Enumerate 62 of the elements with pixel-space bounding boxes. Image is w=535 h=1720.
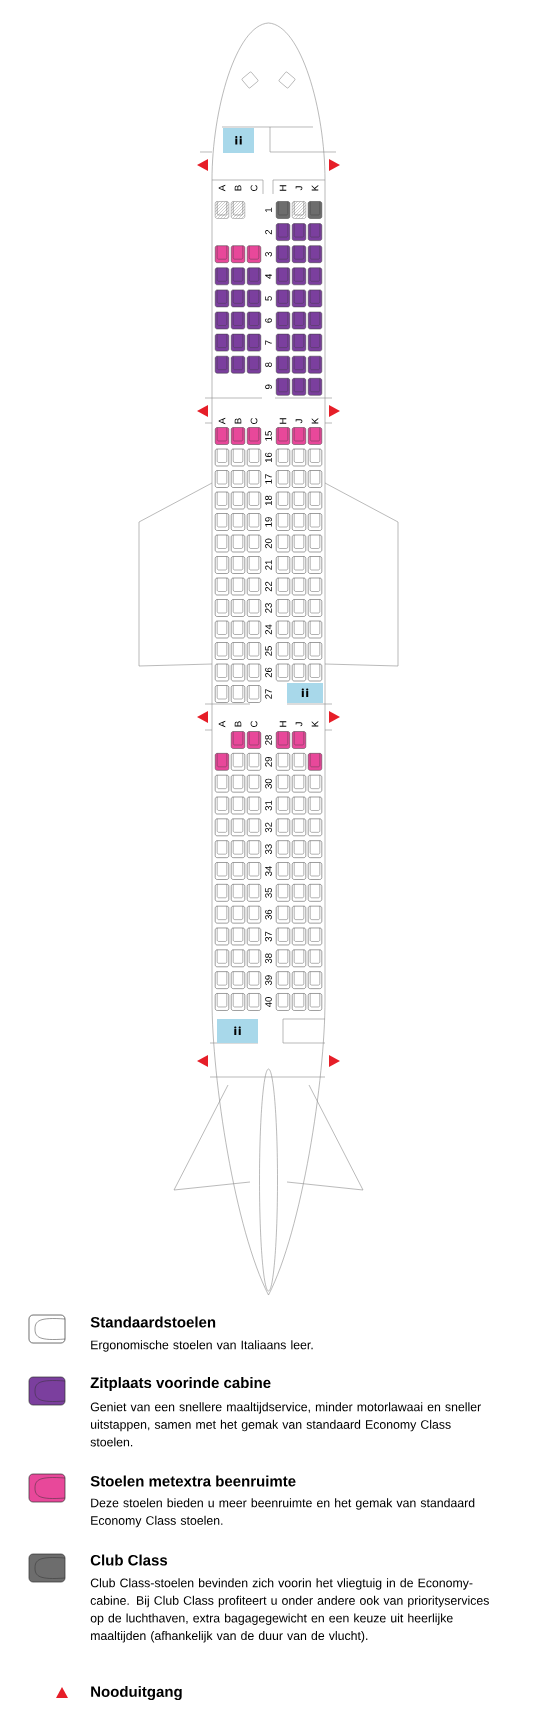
row-number: 37 [265,931,272,942]
row-number: 22 [265,581,272,592]
row-number: 35 [265,887,272,898]
legend-heading: Standaardstoelen [90,1316,216,1328]
row-number: 32 [265,822,272,833]
column-letter: K [311,417,319,424]
row-number: 21 [265,560,272,570]
row-number: 1 [265,207,272,212]
legend-heading: Stoelen metextra beenruimte [90,1475,296,1487]
row-number: 33 [265,844,272,855]
row-number: 39 [265,975,272,986]
row-number: 24 [265,624,272,635]
column-letter: A [218,720,226,728]
column-letter: B [234,185,242,191]
row-number: 34 [265,866,272,876]
row-number: 30 [265,778,272,789]
column-letter: B [234,418,242,424]
row-number: 20 [265,538,272,549]
row-number: 28 [265,735,272,745]
column-letter: H [279,418,287,424]
row-number: 31 [265,800,272,811]
legend-description: Deze stoelen bieden u meer beenruimte en het gemak van standaard Economy Class stoelen. [91,1498,475,1528]
column-letter: B [234,721,242,727]
column-letter: H [279,721,287,727]
row-number: 18 [265,495,272,506]
row-number: 26 [265,667,272,678]
row-number: 3 [265,252,272,257]
row-number: 16 [265,452,272,463]
row-number: 19 [265,517,272,527]
column-letter: A [218,184,226,192]
row-number: 17 [265,474,272,484]
row-number: 9 [265,384,272,389]
column-letter: J [295,722,303,727]
row-number: 8 [265,362,272,367]
row-number: 5 [265,296,272,301]
legend-description: Club Class-stoelen bevinden zich voorin het vliegtuig in de Economy-cabine. Bij Club Class profiteert u onder andere ook van priorityservices op de luchthaven, extra bagagegewicht en een keuze uit heerlijke maaltijden (afhankelijk van de duur van de vlucht). [90,1578,489,1643]
column-letter: C [250,720,258,727]
legend-heading: Zitplaats voorinde cabine [90,1377,271,1391]
legend-heading: Club Class [90,1554,168,1566]
row-number: 6 [265,318,272,323]
row-number: 27 [265,689,272,699]
column-letter: K [311,720,319,727]
legend-heading: Nooduitgang [91,1686,182,1701]
column-letter: H [279,185,287,191]
legend-description: Geniet van een snellere maaltijdservice, minder motorlawaai en sneller uitstappen, samen met het gemak van standaard Economy Class stoelen. [90,1402,481,1447]
column-letter: J [295,419,303,424]
row-number: 15 [265,431,272,441]
row-number: 7 [265,340,272,345]
column-letter: C [250,417,258,424]
row-number: 25 [265,646,272,656]
row-number: 4 [265,273,272,279]
column-letter: A [218,417,226,425]
column-letter: J [295,186,303,191]
row-number: 38 [265,953,272,964]
row-number: 40 [265,997,272,1008]
legend-description: Ergonomische stoelen van Italiaans leer. [91,1340,313,1352]
column-letter: C [250,184,258,191]
row-number: 36 [265,909,272,920]
column-letter: K [311,184,319,191]
row-number: 23 [265,603,272,613]
row-number: 29 [265,757,272,767]
row-number: 2 [265,229,272,235]
